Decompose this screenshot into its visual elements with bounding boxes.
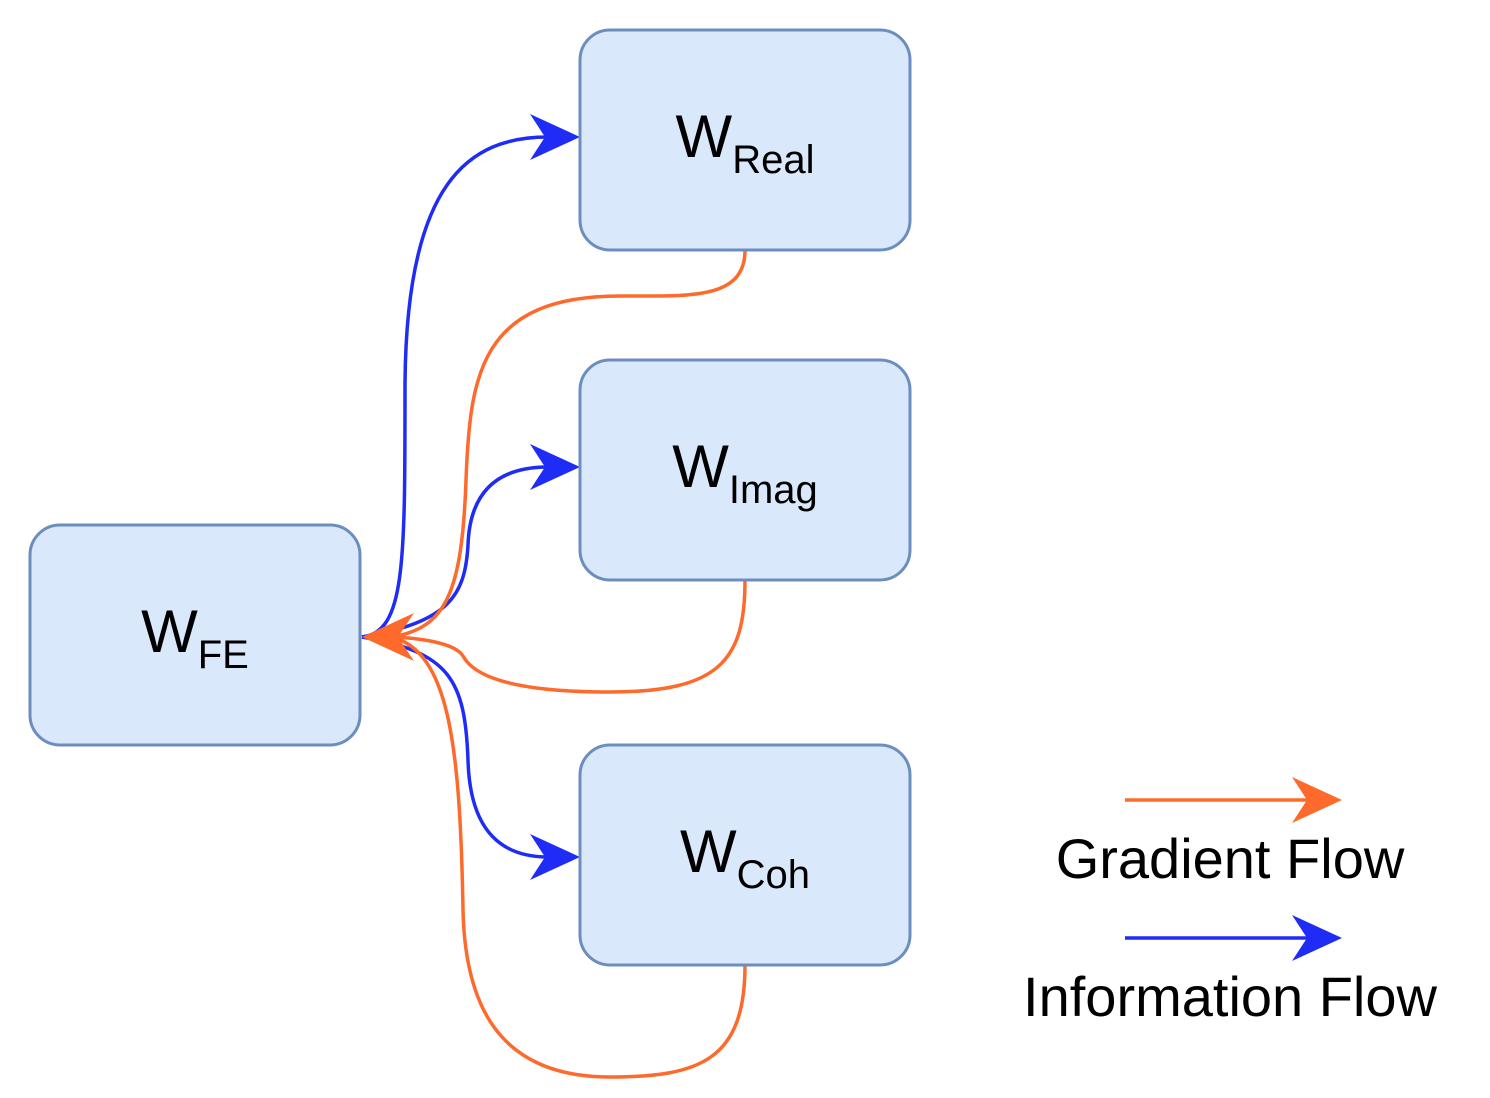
legend: Gradient Flow Information Flow bbox=[1023, 777, 1438, 1028]
grad-edge-coh-to-fe bbox=[391, 635, 747, 1079]
node-fe-main: W bbox=[141, 598, 198, 665]
info-edge-fe-to-imag bbox=[361, 465, 549, 639]
node-imag-label: WImag bbox=[672, 433, 818, 512]
info-edge-fe-to-coh bbox=[361, 635, 549, 859]
node-fe: WFE bbox=[28, 523, 362, 747]
info-arrowhead-coh bbox=[530, 834, 580, 880]
node-coh-label: WCoh bbox=[680, 818, 810, 897]
info-arrowhead-imag bbox=[530, 444, 580, 490]
node-imag-main: W bbox=[672, 433, 729, 500]
legend-information-label: Information Flow bbox=[1023, 965, 1437, 1028]
information-flow-edges bbox=[361, 114, 580, 880]
info-edge-fe-to-real bbox=[361, 135, 549, 639]
node-real-main: W bbox=[676, 103, 733, 170]
node-fe-box bbox=[28, 523, 362, 747]
node-fe-label: WFE bbox=[141, 598, 249, 677]
info-arrowhead-real bbox=[530, 114, 580, 160]
legend-gradient-label: Gradient Flow bbox=[1056, 827, 1405, 890]
node-real-box bbox=[578, 28, 912, 252]
legend-gradient-arrowhead bbox=[1292, 777, 1342, 823]
node-coh-box bbox=[578, 743, 912, 967]
node-imag-box bbox=[578, 358, 912, 582]
node-real-sub: Real bbox=[732, 138, 814, 182]
gradient-flow-edges bbox=[362, 249, 747, 1079]
node-coh-sub: Coh bbox=[737, 853, 810, 897]
node-fe-sub: FE bbox=[198, 633, 249, 677]
legend-information-arrowhead bbox=[1292, 915, 1342, 961]
node-coh-main: W bbox=[680, 818, 737, 885]
grad-edge-imag-to-fe bbox=[391, 579, 747, 694]
grad-arrowhead-fe bbox=[362, 613, 414, 661]
grad-edge-real-to-fe bbox=[391, 249, 747, 639]
node-imag-sub: Imag bbox=[729, 468, 818, 512]
node-coh: WCoh bbox=[578, 743, 912, 967]
node-real: WReal bbox=[578, 28, 912, 252]
node-imag: WImag bbox=[578, 358, 912, 582]
node-real-label: WReal bbox=[676, 103, 815, 182]
